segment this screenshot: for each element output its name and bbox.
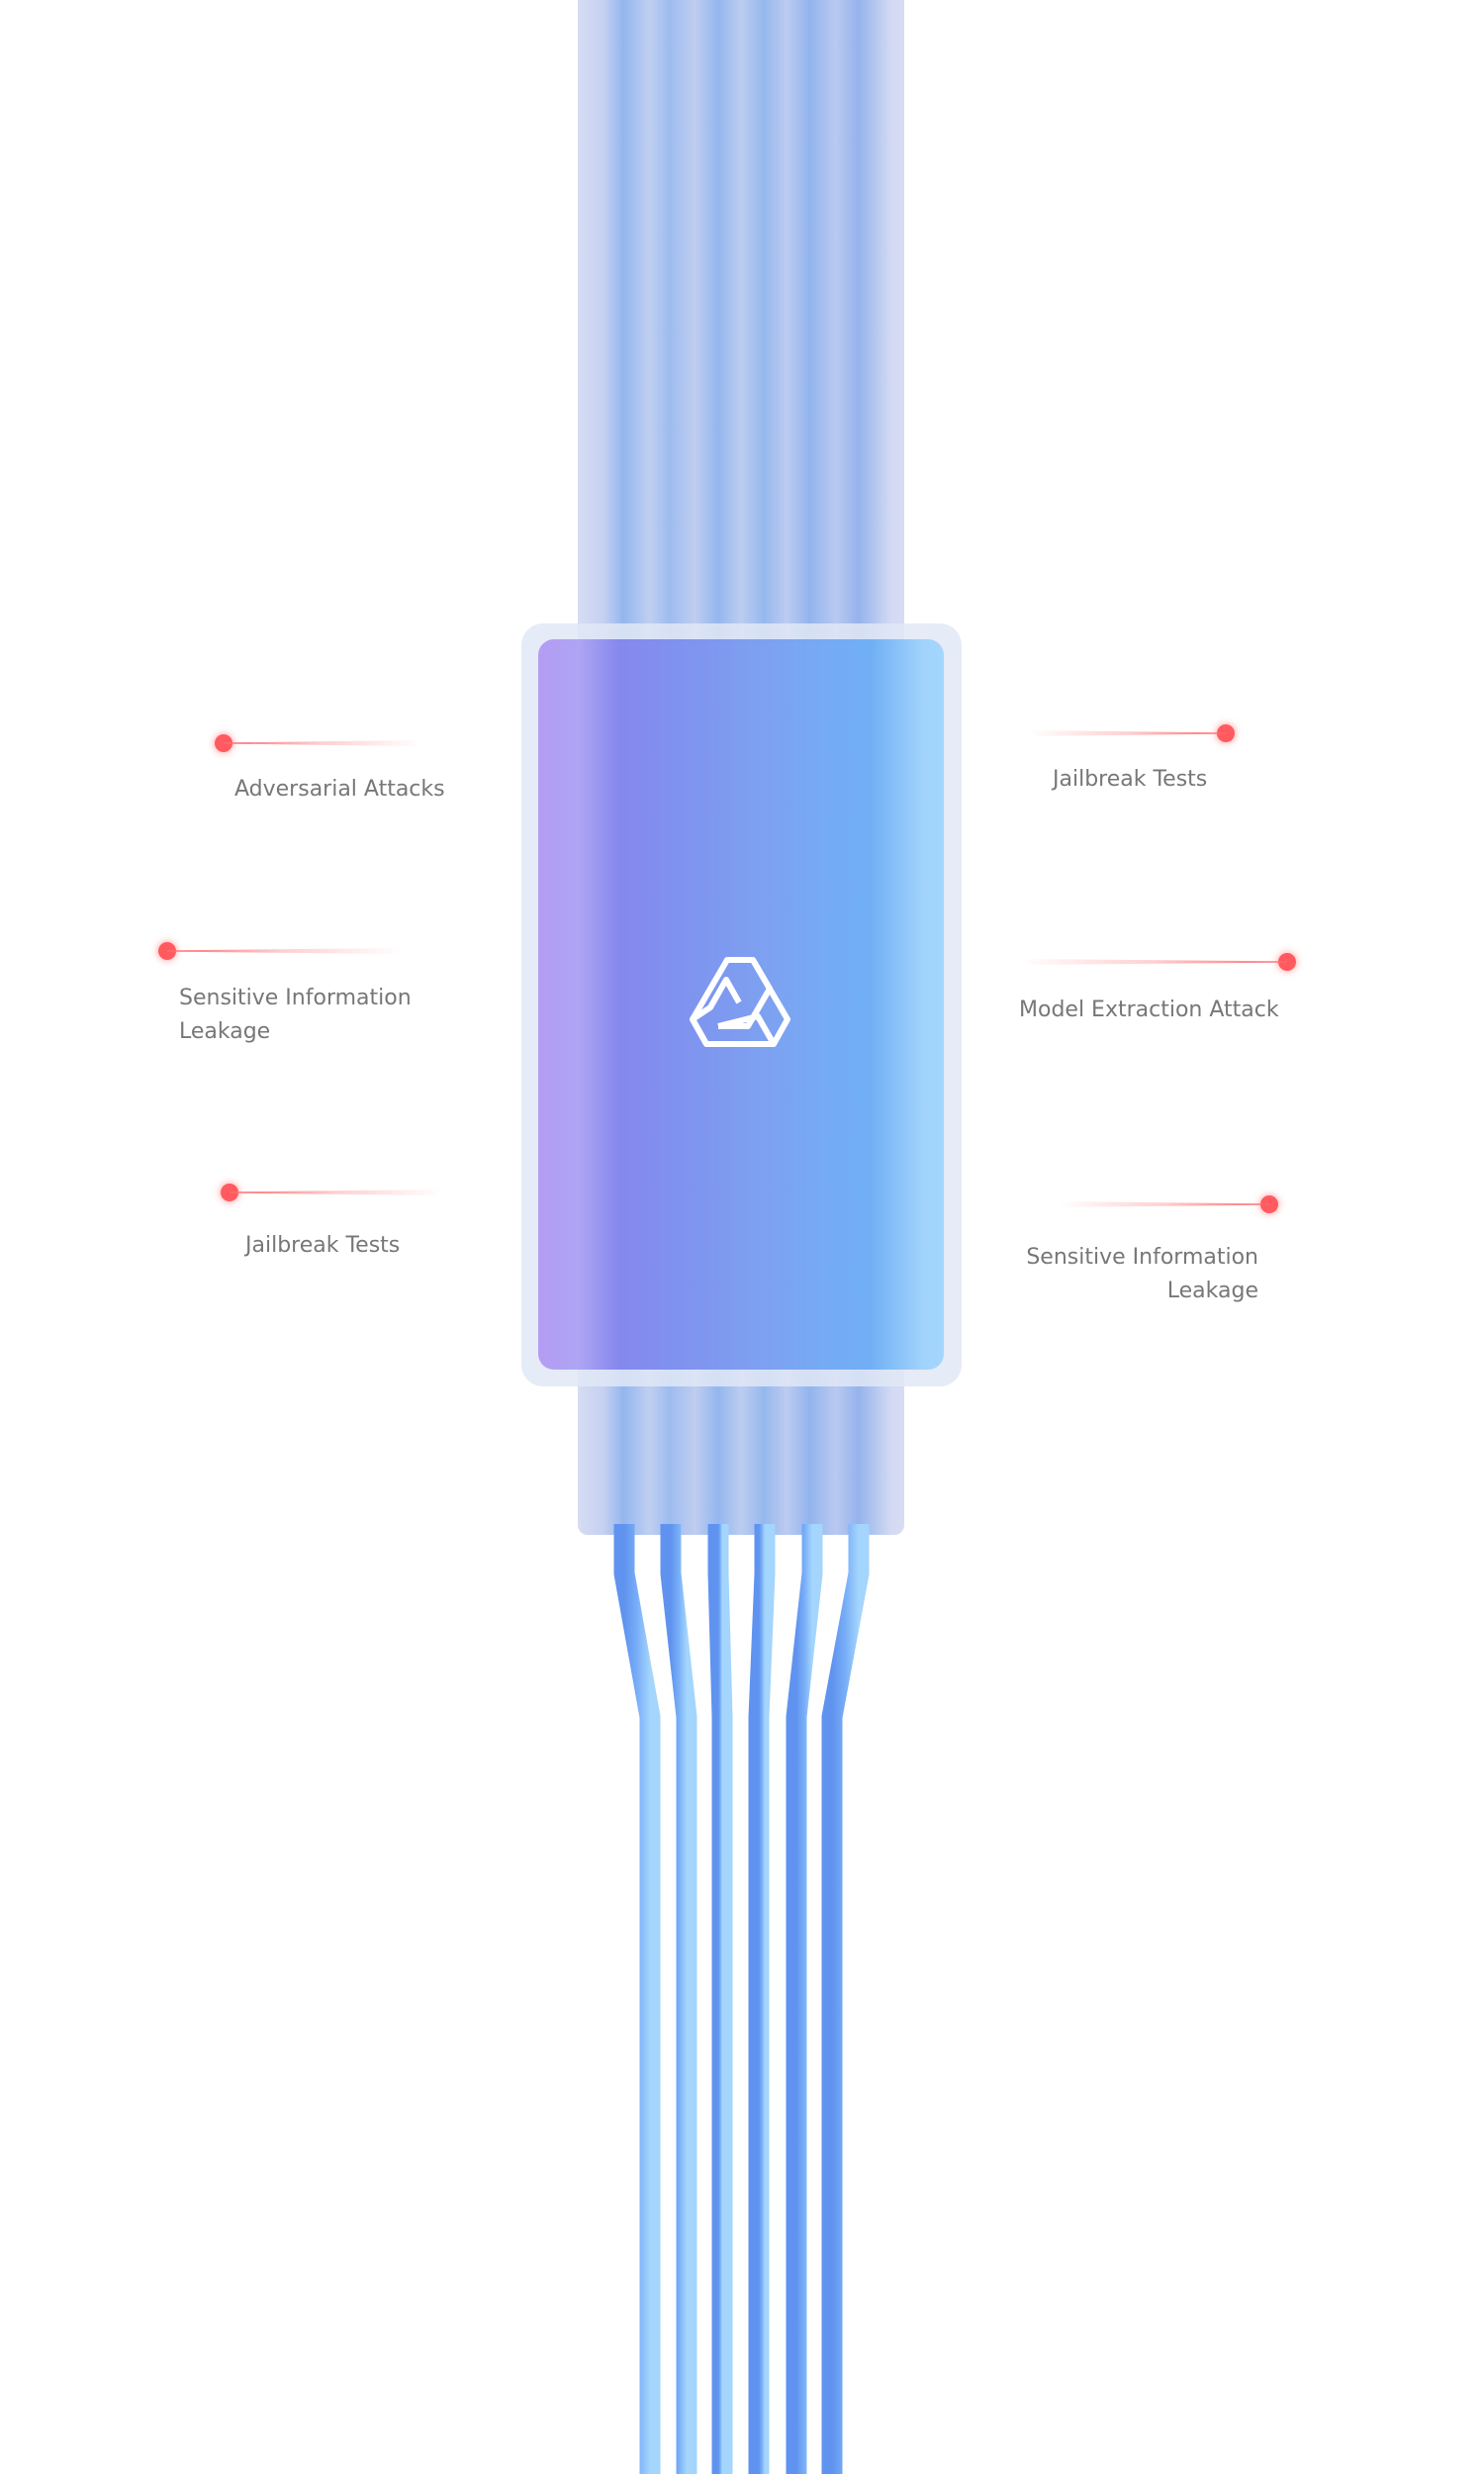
input-cable-bundle	[578, 0, 904, 653]
wire	[660, 1524, 697, 2474]
threat-line	[224, 740, 421, 746]
threat-line	[167, 948, 400, 954]
label-adversarial-attacks: Adversarial Attacks	[234, 777, 445, 802]
label-line-1: Sensitive Information	[179, 986, 412, 1010]
label-sensitive-info-right: Sensitive Information Leakage	[1026, 1241, 1258, 1308]
wire	[613, 1524, 661, 2474]
threat-line	[1029, 730, 1226, 736]
label-jailbreak-right: Jailbreak Tests	[1053, 767, 1208, 792]
label-line-2: Leakage	[179, 1019, 271, 1044]
label-jailbreak-left: Jailbreak Tests	[245, 1233, 401, 1258]
threat-line	[1059, 1201, 1269, 1207]
wire	[821, 1524, 870, 2474]
threat-dot	[1217, 724, 1235, 742]
triangle-knot-logo-icon	[690, 957, 790, 1047]
threat-line	[230, 1189, 442, 1195]
threat-dot	[1278, 953, 1296, 971]
wire	[748, 1524, 776, 2474]
wire	[707, 1524, 733, 2474]
label-sensitive-info-left: Sensitive Information Leakage	[179, 982, 412, 1049]
threat-dot	[1260, 1195, 1278, 1213]
output-cable-bundle	[578, 1366, 904, 1535]
label-line-2: Leakage	[1166, 1279, 1258, 1303]
processor-panel	[538, 639, 944, 1370]
label-line-1: Sensitive Information	[1026, 1245, 1258, 1270]
wire	[786, 1524, 823, 2474]
label-model-extraction: Model Extraction Attack	[1019, 998, 1279, 1022]
threat-line	[1019, 959, 1287, 965]
